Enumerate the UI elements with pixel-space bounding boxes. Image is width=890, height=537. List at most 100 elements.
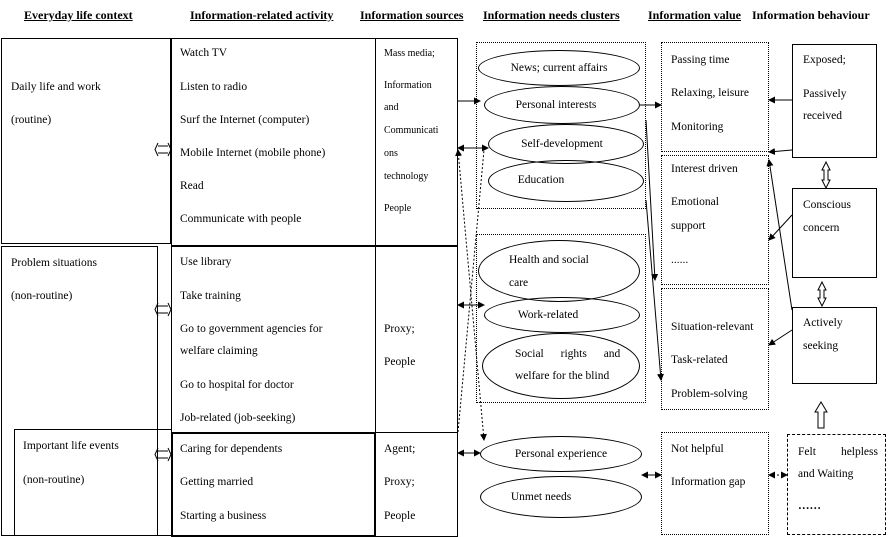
value-item: Interest driven bbox=[671, 163, 738, 175]
source-item: ons bbox=[384, 148, 398, 159]
value-item: support bbox=[671, 220, 706, 232]
activity-item: Take training bbox=[180, 290, 241, 302]
activity-item: Go to hospital for doctor bbox=[180, 379, 294, 391]
header-information-needs-clusters: Information needs clusters bbox=[483, 8, 620, 22]
activity-item: Getting married bbox=[180, 476, 254, 488]
source-item: Mass media; bbox=[384, 48, 435, 59]
arrow-needs-to-value-interest bbox=[645, 119, 659, 281]
behaviour-item: Passively bbox=[803, 88, 847, 100]
behaviour-item: received bbox=[803, 110, 842, 122]
context-events-sub: (non-routine) bbox=[23, 474, 85, 486]
need-label: Personal experience bbox=[514, 448, 608, 460]
value-item: Not helpful bbox=[671, 443, 724, 455]
behaviour-item: helpless bbox=[840, 446, 878, 458]
behaviour-helpless-line1: Felt helpless bbox=[798, 445, 878, 459]
double-arrow-context-problem bbox=[154, 302, 172, 317]
source-item: Proxy; bbox=[384, 476, 415, 488]
activity-item: Caring for dependents bbox=[180, 443, 283, 455]
behaviour-item: Exposed; bbox=[803, 54, 846, 66]
source-item: Agent; bbox=[384, 443, 416, 455]
source-item: People bbox=[384, 203, 412, 214]
activity-item: Starting a business bbox=[180, 510, 267, 522]
behaviour-box-exposed bbox=[792, 44, 877, 158]
need-oval-unmet-needs bbox=[480, 476, 642, 518]
need-label: care bbox=[509, 277, 529, 289]
need-label: Education bbox=[517, 174, 565, 186]
value-box-gap bbox=[661, 432, 769, 535]
header-information-related-activity: Information-related activity bbox=[190, 8, 334, 22]
arrow-active-to-interest bbox=[766, 159, 793, 311]
activity-item: Listen to radio bbox=[180, 81, 248, 93]
activity-item: Go to government agencies for bbox=[180, 323, 323, 335]
source-item: technology bbox=[384, 171, 429, 182]
value-item: Task-related bbox=[671, 354, 728, 366]
need-label: Social rights and bbox=[515, 348, 621, 360]
context-box-routine bbox=[1, 38, 171, 244]
need-label: Personal interests bbox=[515, 99, 597, 111]
context-problem-sub: (non-routine) bbox=[11, 290, 73, 302]
source-item: People bbox=[384, 510, 416, 522]
source-item: Information bbox=[384, 80, 432, 91]
activity-item: welfare claiming bbox=[180, 345, 258, 357]
behaviour-item: concern bbox=[803, 222, 840, 234]
value-item: Information gap bbox=[671, 476, 746, 488]
arrow-conscious-to-interest bbox=[768, 214, 793, 241]
source-item: and bbox=[384, 102, 399, 113]
activity-item: Read bbox=[180, 180, 204, 192]
activity-item: Communicate with people bbox=[180, 213, 302, 225]
source-item: People bbox=[384, 356, 416, 368]
header-everyday-life-context: Everyday life context bbox=[24, 8, 133, 22]
hollow-arrow-helpless-active bbox=[814, 401, 828, 429]
behaviour-item: seeking bbox=[803, 340, 839, 352]
need-label: Work-related bbox=[517, 309, 579, 321]
value-item: Relaxing, leisure bbox=[671, 87, 749, 99]
value-item: ...... bbox=[671, 254, 689, 266]
context-routine-title: Daily life and work bbox=[11, 81, 101, 93]
header-information-sources: Information sources bbox=[360, 8, 464, 22]
need-label: News; current affairs bbox=[510, 62, 608, 74]
hollow-arrow-conscious-active bbox=[817, 280, 827, 308]
context-events-title: Important life events bbox=[23, 440, 119, 452]
activity-item: Mobile Internet (mobile phone) bbox=[180, 147, 326, 159]
need-oval-education bbox=[488, 160, 644, 202]
need-label: welfare for the blind bbox=[515, 370, 610, 382]
arrow-active-to-situation bbox=[768, 329, 793, 346]
value-item: Monitoring bbox=[671, 121, 724, 133]
behaviour-box-conscious bbox=[792, 188, 877, 278]
behaviour-item: Felt bbox=[798, 446, 816, 458]
arrow-cross-2 bbox=[457, 149, 485, 433]
source-item: Communicati bbox=[384, 125, 439, 136]
value-box-interest bbox=[661, 155, 769, 285]
behaviour-item: Conscious bbox=[803, 199, 851, 211]
need-label: Self-development bbox=[521, 138, 603, 150]
value-box-situation bbox=[661, 288, 769, 410]
header-information-behaviour: Information behaviour bbox=[752, 8, 870, 22]
value-item: Situation-relevant bbox=[671, 321, 754, 333]
activity-item: Watch TV bbox=[180, 47, 228, 59]
behaviour-item: Actively bbox=[803, 317, 843, 329]
need-label: Unmet needs bbox=[510, 491, 572, 503]
arrow-needs-to-value-situation bbox=[645, 199, 664, 381]
sources-box-routine bbox=[375, 38, 458, 246]
double-arrow-context-routine bbox=[154, 142, 172, 157]
behaviour-box-helpless bbox=[787, 434, 886, 535]
activity-item: Job-related (job-seeking) bbox=[180, 412, 296, 424]
activity-item: Surf the Internet (computer) bbox=[180, 114, 310, 126]
value-item: Problem-solving bbox=[671, 388, 748, 400]
need-label-health: Health and social care bbox=[509, 253, 613, 290]
behaviour-item: and Waiting bbox=[798, 468, 854, 480]
behaviour-box-active bbox=[792, 307, 877, 384]
source-item: Proxy; bbox=[384, 323, 415, 335]
value-item: Emotional bbox=[671, 196, 719, 208]
header-information-value: Information value bbox=[648, 8, 741, 22]
behaviour-item: …… bbox=[798, 500, 821, 512]
activity-item: Use library bbox=[180, 256, 232, 268]
arrow-exposed-to-interest bbox=[768, 147, 793, 155]
hollow-arrow-exposed-conscious bbox=[821, 160, 831, 190]
value-item: Passing time bbox=[671, 54, 730, 66]
needs-cluster-routine bbox=[476, 42, 646, 209]
context-problem-title: Problem situations bbox=[11, 257, 97, 269]
context-routine-sub: (routine) bbox=[11, 114, 52, 126]
double-arrow-context-events bbox=[154, 447, 172, 462]
